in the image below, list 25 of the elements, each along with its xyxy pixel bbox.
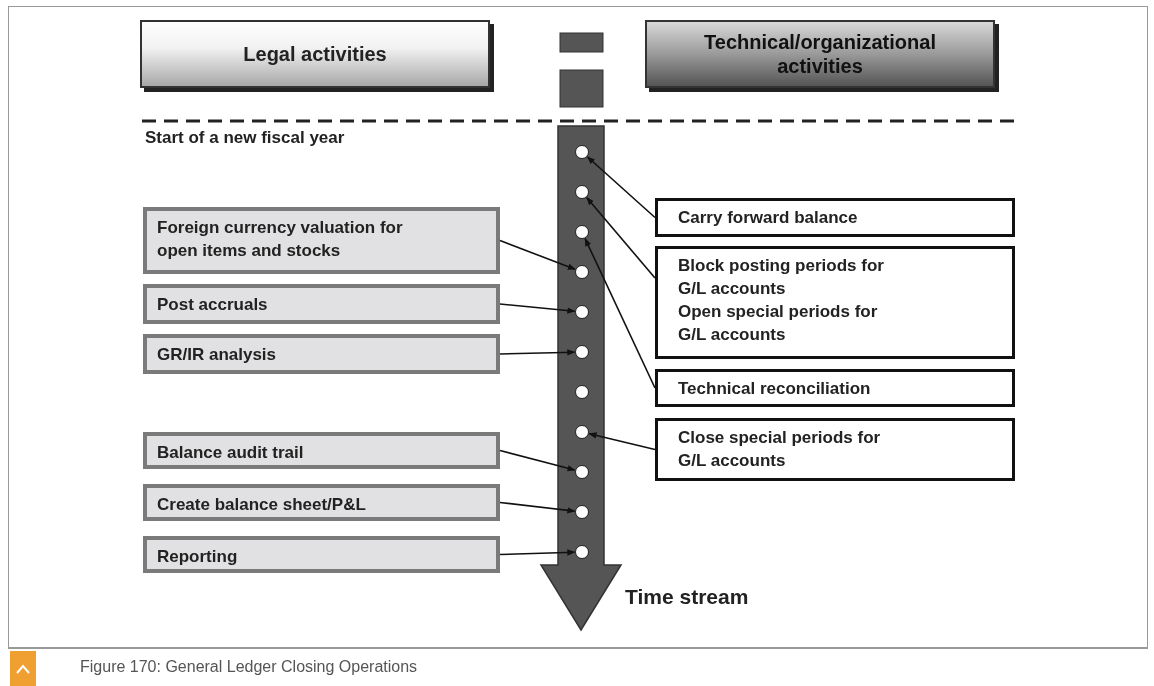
activity-box: Carry forward balance [655,198,1015,237]
arrow [499,549,576,556]
arrow [586,156,656,219]
activity-box: GR/IR analysis [143,334,500,374]
activity-text: Block posting periods for G/L accounts [678,255,885,300]
activity-box: Technical reconciliation [655,369,1015,407]
activity-box: Post accruals [143,284,500,324]
arrow [499,349,576,356]
activity-box: Balance audit trail [143,432,500,469]
arrow [586,196,656,279]
activity-box: Reporting [143,536,500,573]
activity-box [655,246,1015,359]
arrow [584,238,656,389]
arrow [499,239,576,271]
arrow [588,432,656,451]
arrow [499,449,576,472]
activity-box: Close special periods for G/L accounts [655,418,1015,481]
activity-box: Foreign currency valuation for open items and stocks [143,207,500,274]
arrow [499,303,576,314]
figure-caption: Figure 170: General Ledger Closing Operations [80,658,418,676]
axis-label: Time stream [625,585,749,609]
milestone-label: Start of a new fiscal year [145,128,345,148]
activity-text: Open special periods for G/L accounts [678,301,879,346]
arrow [499,501,576,514]
activity-box: Create balance sheet/P&L [143,484,500,521]
